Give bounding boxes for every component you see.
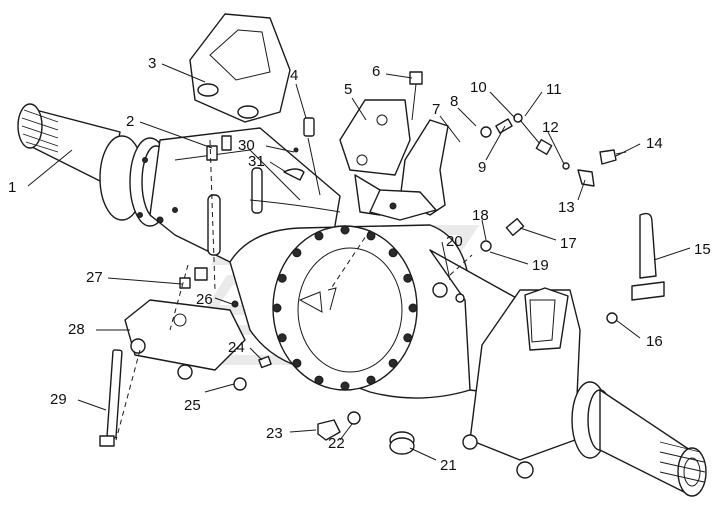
callout-15: 15 [694, 241, 711, 258]
screw-14 [599, 149, 627, 165]
callout-23: 23 [266, 425, 283, 442]
clip-13 [577, 169, 595, 187]
cover-bolt [314, 231, 324, 241]
cover-bolt [277, 273, 287, 283]
callout-30: 30 [238, 137, 255, 154]
cover-bolt [314, 375, 324, 385]
callout-9: 9 [478, 159, 486, 176]
cover-bolt [340, 225, 350, 235]
callout-8: 8 [450, 93, 458, 110]
left-spline [21, 109, 59, 153]
callout-25: 25 [184, 397, 201, 414]
lever-15 [606, 212, 665, 324]
cover-bolt [403, 273, 413, 283]
callout-18: 18 [472, 207, 489, 224]
callout-27: 27 [86, 269, 103, 286]
cover-bolt [408, 303, 418, 313]
callout-3: 3 [148, 55, 156, 72]
cover-bolt [277, 333, 287, 343]
right-spindle [571, 381, 707, 497]
cover-bolt [366, 231, 376, 241]
valve-17 [432, 217, 525, 303]
cover-bolt [340, 381, 350, 391]
callout-21: 21 [440, 457, 457, 474]
nut-25 [233, 377, 247, 391]
washer-26 [231, 300, 239, 308]
callout-labels: 1 2 3 4 5 6 7 8 9 10 11 12 13 14 15 16 1… [8, 55, 711, 474]
cover-bolt-ring [272, 225, 418, 391]
bolt-29 [99, 349, 123, 447]
clip-30 [293, 147, 299, 153]
cover-bolt [388, 358, 398, 368]
stud-2 [206, 135, 263, 256]
callout-7: 7 [432, 101, 440, 118]
callout-24: 24 [228, 339, 245, 356]
spring-seat-3 [189, 13, 291, 123]
cover-bolt [366, 375, 376, 385]
callout-4: 4 [290, 67, 298, 84]
clip-31 [249, 168, 341, 213]
callout-19: 19 [532, 257, 549, 274]
callout-1: 1 [8, 179, 16, 196]
callout-31: 31 [248, 153, 265, 170]
cover-bolt [403, 333, 413, 343]
assembly-lines [115, 139, 473, 441]
callout-11: 11 [546, 81, 562, 98]
callout-10: 10 [470, 79, 487, 96]
cover-bolt [292, 248, 302, 258]
right-bracket [462, 287, 581, 479]
callout-14: 14 [646, 135, 663, 152]
leader-lines [27, 63, 691, 461]
callout-20: 20 [446, 233, 463, 250]
plug-21 [389, 431, 415, 455]
ball-22 [347, 411, 361, 425]
callout-28: 28 [68, 321, 85, 338]
bolt-6 [409, 71, 423, 121]
callout-13: 13 [558, 199, 575, 216]
cover-bolt [272, 303, 282, 313]
callout-2: 2 [126, 113, 134, 130]
left-spindle [17, 103, 171, 227]
cover-bolt [292, 358, 302, 368]
callout-12: 12 [542, 119, 559, 136]
linkage-8-12 [480, 113, 570, 170]
pin-4 [303, 117, 321, 196]
clamp-28 [124, 267, 246, 380]
callout-29: 29 [50, 391, 67, 408]
center-housing [229, 224, 471, 399]
callout-5: 5 [344, 81, 352, 98]
nut-23 [317, 419, 341, 441]
callout-6: 6 [372, 63, 380, 80]
callout-26: 26 [196, 291, 213, 308]
cover-bolt [388, 248, 398, 258]
bracket-7 [369, 119, 449, 221]
callout-16: 16 [646, 333, 663, 350]
callout-22: 22 [328, 435, 345, 452]
callout-17: 17 [560, 235, 577, 252]
